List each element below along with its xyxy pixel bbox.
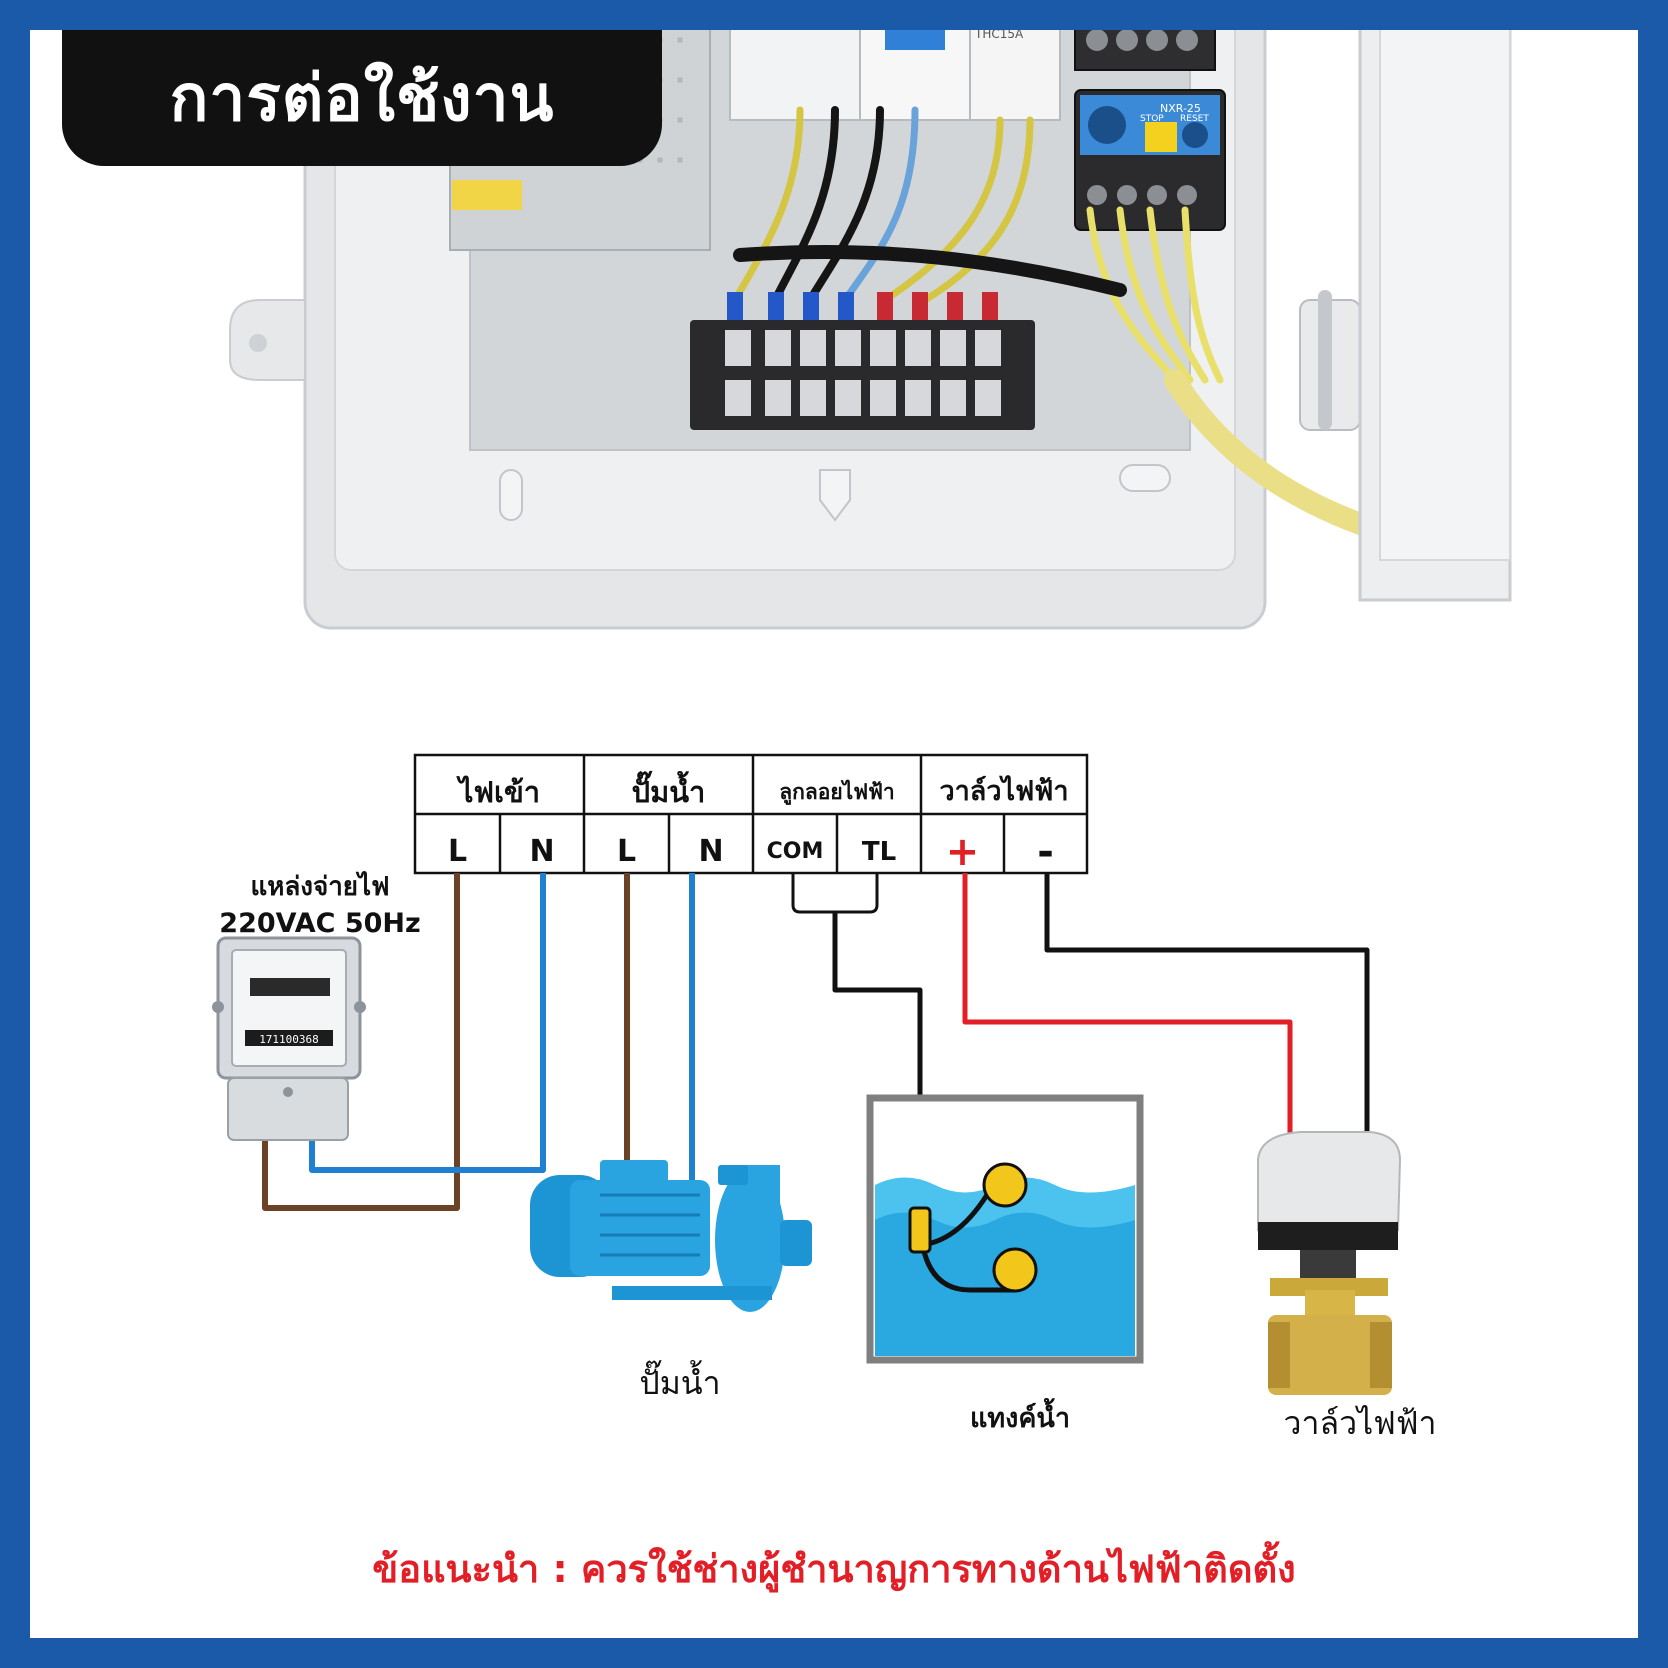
terminal-tl: TL bbox=[861, 837, 897, 867]
meter-number: 171100368 bbox=[259, 1033, 319, 1046]
power-source-label: แหล่งจ่ายไฟ bbox=[250, 872, 390, 902]
electric-valve-icon bbox=[1257, 1131, 1402, 1395]
terminal-l-power: L bbox=[447, 834, 468, 869]
group-label-power-in: ไฟเข้า bbox=[458, 775, 541, 809]
water-tank-icon bbox=[866, 1094, 1144, 1364]
relay-model-text: NXR-25 bbox=[1160, 102, 1201, 115]
supply-live-wire bbox=[262, 873, 460, 1211]
page-title: การต่อใช้งาน bbox=[169, 62, 555, 136]
terminal-table bbox=[413, 753, 1089, 875]
terminal-positive: + bbox=[945, 829, 980, 875]
relay-reset-text: RESET bbox=[1180, 114, 1209, 124]
group-label-valve: วาล์วไฟฟ้า bbox=[939, 776, 1069, 807]
terminal-com: COM bbox=[766, 839, 824, 864]
water-pump-icon bbox=[530, 1160, 812, 1312]
terminal-n-power: N bbox=[529, 834, 555, 869]
tank-caption: แทงค์น้ำ bbox=[969, 1403, 1071, 1434]
relay-stop-text: STOP bbox=[1140, 114, 1164, 124]
group-label-float-switch: ลูกลอยไฟฟ้า bbox=[779, 780, 895, 804]
electric-meter-icon: 171100368 bbox=[212, 936, 366, 1141]
terminal-n-pump: N bbox=[698, 834, 724, 869]
installation-advice: ข้อแนะนำ : ควรใช้ช่างผู้ชำนาญการทางด้านไ… bbox=[372, 1547, 1296, 1591]
pump-caption: ปั๊มน้ำ bbox=[639, 1364, 721, 1402]
valve-negative-wire bbox=[1044, 873, 1370, 1145]
breaker-model-text: THC15A bbox=[974, 27, 1024, 41]
supply-neutral-wire bbox=[309, 873, 546, 1173]
group-label-pump: ปั๊มน้ำ bbox=[631, 775, 706, 809]
terminal-l-pump: L bbox=[616, 834, 637, 869]
terminal-negative: - bbox=[1037, 829, 1054, 875]
valve-positive-wire bbox=[962, 873, 1293, 1145]
power-source-spec: 220VAC 50Hz bbox=[219, 908, 421, 939]
valve-caption: วาล์วไฟฟ้า bbox=[1283, 1404, 1437, 1442]
title-badge: การต่อใช้งาน bbox=[62, 30, 662, 166]
